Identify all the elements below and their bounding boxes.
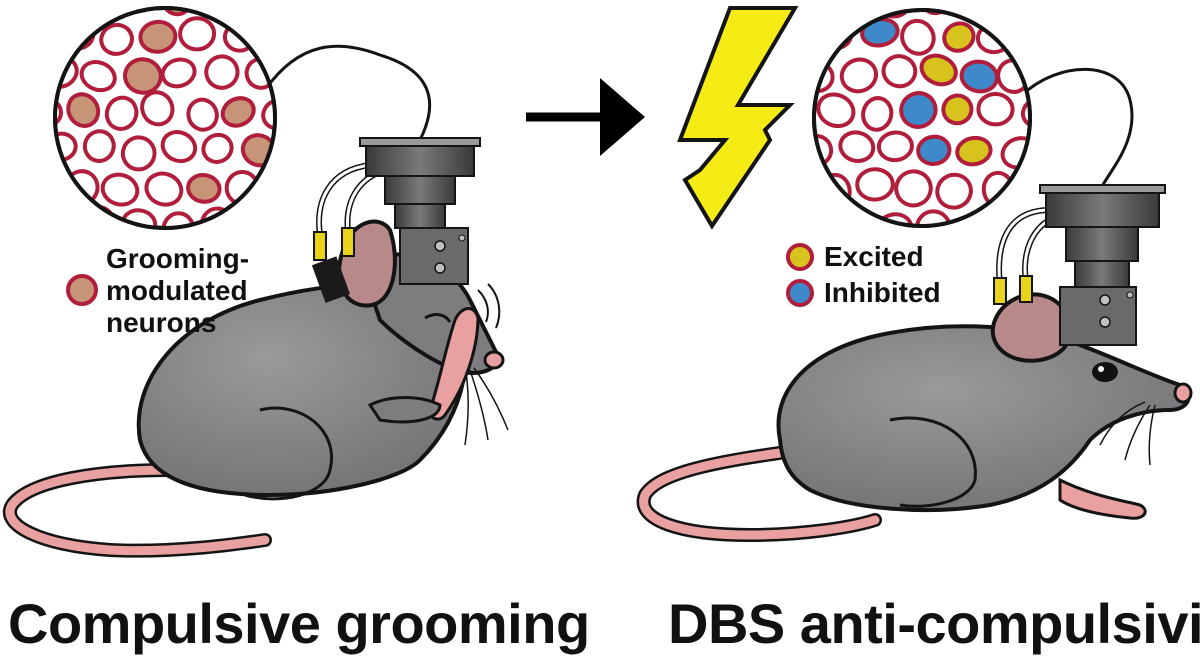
neuron-cell (900, 18, 936, 56)
neuron-cell (220, 96, 256, 128)
neuron-cell (237, 205, 275, 228)
neuron-cell (160, 57, 197, 89)
neuron-cell (876, 130, 914, 163)
neuron-cell (120, 135, 157, 172)
right-miniscope-icon (1039, 184, 1166, 346)
neuron-cell (816, 92, 856, 129)
neuron-cell (55, 8, 75, 14)
neuron-cell (140, 90, 175, 127)
neuron-cell (1003, 10, 1030, 16)
neuron-cell (1020, 19, 1030, 58)
mouse-standing-icon (776, 324, 1191, 512)
neuron-cell (916, 134, 952, 166)
neuron-cell (894, 169, 933, 208)
neuron-cell (839, 57, 879, 94)
neuron-cell (82, 129, 116, 163)
neuron-cell (957, 10, 990, 14)
neuron-cell (55, 95, 63, 130)
neuron-cell (55, 209, 77, 228)
modulated-legend-line2: modulated (106, 275, 248, 306)
lightning-bolt-icon (677, 6, 799, 230)
modulated-neuron-legend-swatch (66, 274, 98, 306)
right-caption: DBS anti-compulsivity (668, 592, 1200, 655)
arrow-right-icon (526, 78, 645, 156)
neuron-cell (79, 60, 117, 93)
neuron-cell (186, 173, 222, 204)
neuron-cell (259, 19, 275, 53)
neuron-cell (256, 169, 275, 205)
neuron-cell (861, 96, 894, 132)
neuron-cell (941, 93, 974, 126)
neuron-cell (814, 10, 839, 16)
neuron-cell (104, 95, 139, 131)
left-panel (3, 6, 509, 558)
neuron-cell (55, 23, 57, 57)
neuron-cell (160, 8, 195, 17)
neuron-cell (100, 172, 140, 207)
neuron-cell (138, 19, 178, 54)
neuron-cell (838, 130, 876, 163)
neuron-cell (834, 10, 873, 14)
neuron-cell (204, 54, 240, 90)
neuron-cell (186, 97, 219, 132)
neuron-cell (881, 54, 918, 89)
neuron-cell (123, 57, 163, 95)
neuron-cell (976, 91, 1015, 127)
neuron-cell (935, 172, 973, 210)
left-miniscope-icon (359, 137, 481, 285)
neuron-cell (178, 16, 217, 52)
neuron-cell (899, 91, 938, 129)
neuron-cell (55, 174, 56, 208)
modulated-legend-line3: neurons (106, 307, 217, 338)
neuron-cell (814, 167, 818, 204)
neuron-cell (85, 8, 121, 15)
modulated-legend-line1: Grooming- (106, 243, 250, 274)
inhibited-legend-swatch (786, 279, 814, 307)
neuron-cell (99, 22, 134, 56)
left-neuron-circle (53, 6, 277, 230)
left-caption: Compulsive grooming (8, 592, 590, 655)
inhibited-legend-label: Inhibited (824, 277, 941, 308)
neuron-cell (819, 172, 852, 210)
neuron-cell (144, 171, 184, 207)
neuron-cell (817, 16, 854, 51)
neuron-cell (942, 21, 976, 53)
neuron-cell (955, 135, 993, 167)
excited-legend-swatch (786, 243, 814, 271)
neuron-cell (1020, 96, 1030, 129)
neuron-cell (919, 53, 958, 87)
excited-legend-label: Excited (824, 241, 924, 272)
left-cable (263, 44, 432, 141)
neuron-cell (160, 130, 198, 164)
neuron-cell (66, 92, 101, 128)
neuron-cell (224, 170, 260, 206)
neuron-cell (814, 212, 838, 226)
right-cable (1020, 67, 1134, 191)
neuron-cell (239, 8, 275, 17)
neuron-cell (855, 167, 895, 202)
right-neuron-circle (812, 8, 1032, 228)
neuron-cell (201, 132, 234, 164)
